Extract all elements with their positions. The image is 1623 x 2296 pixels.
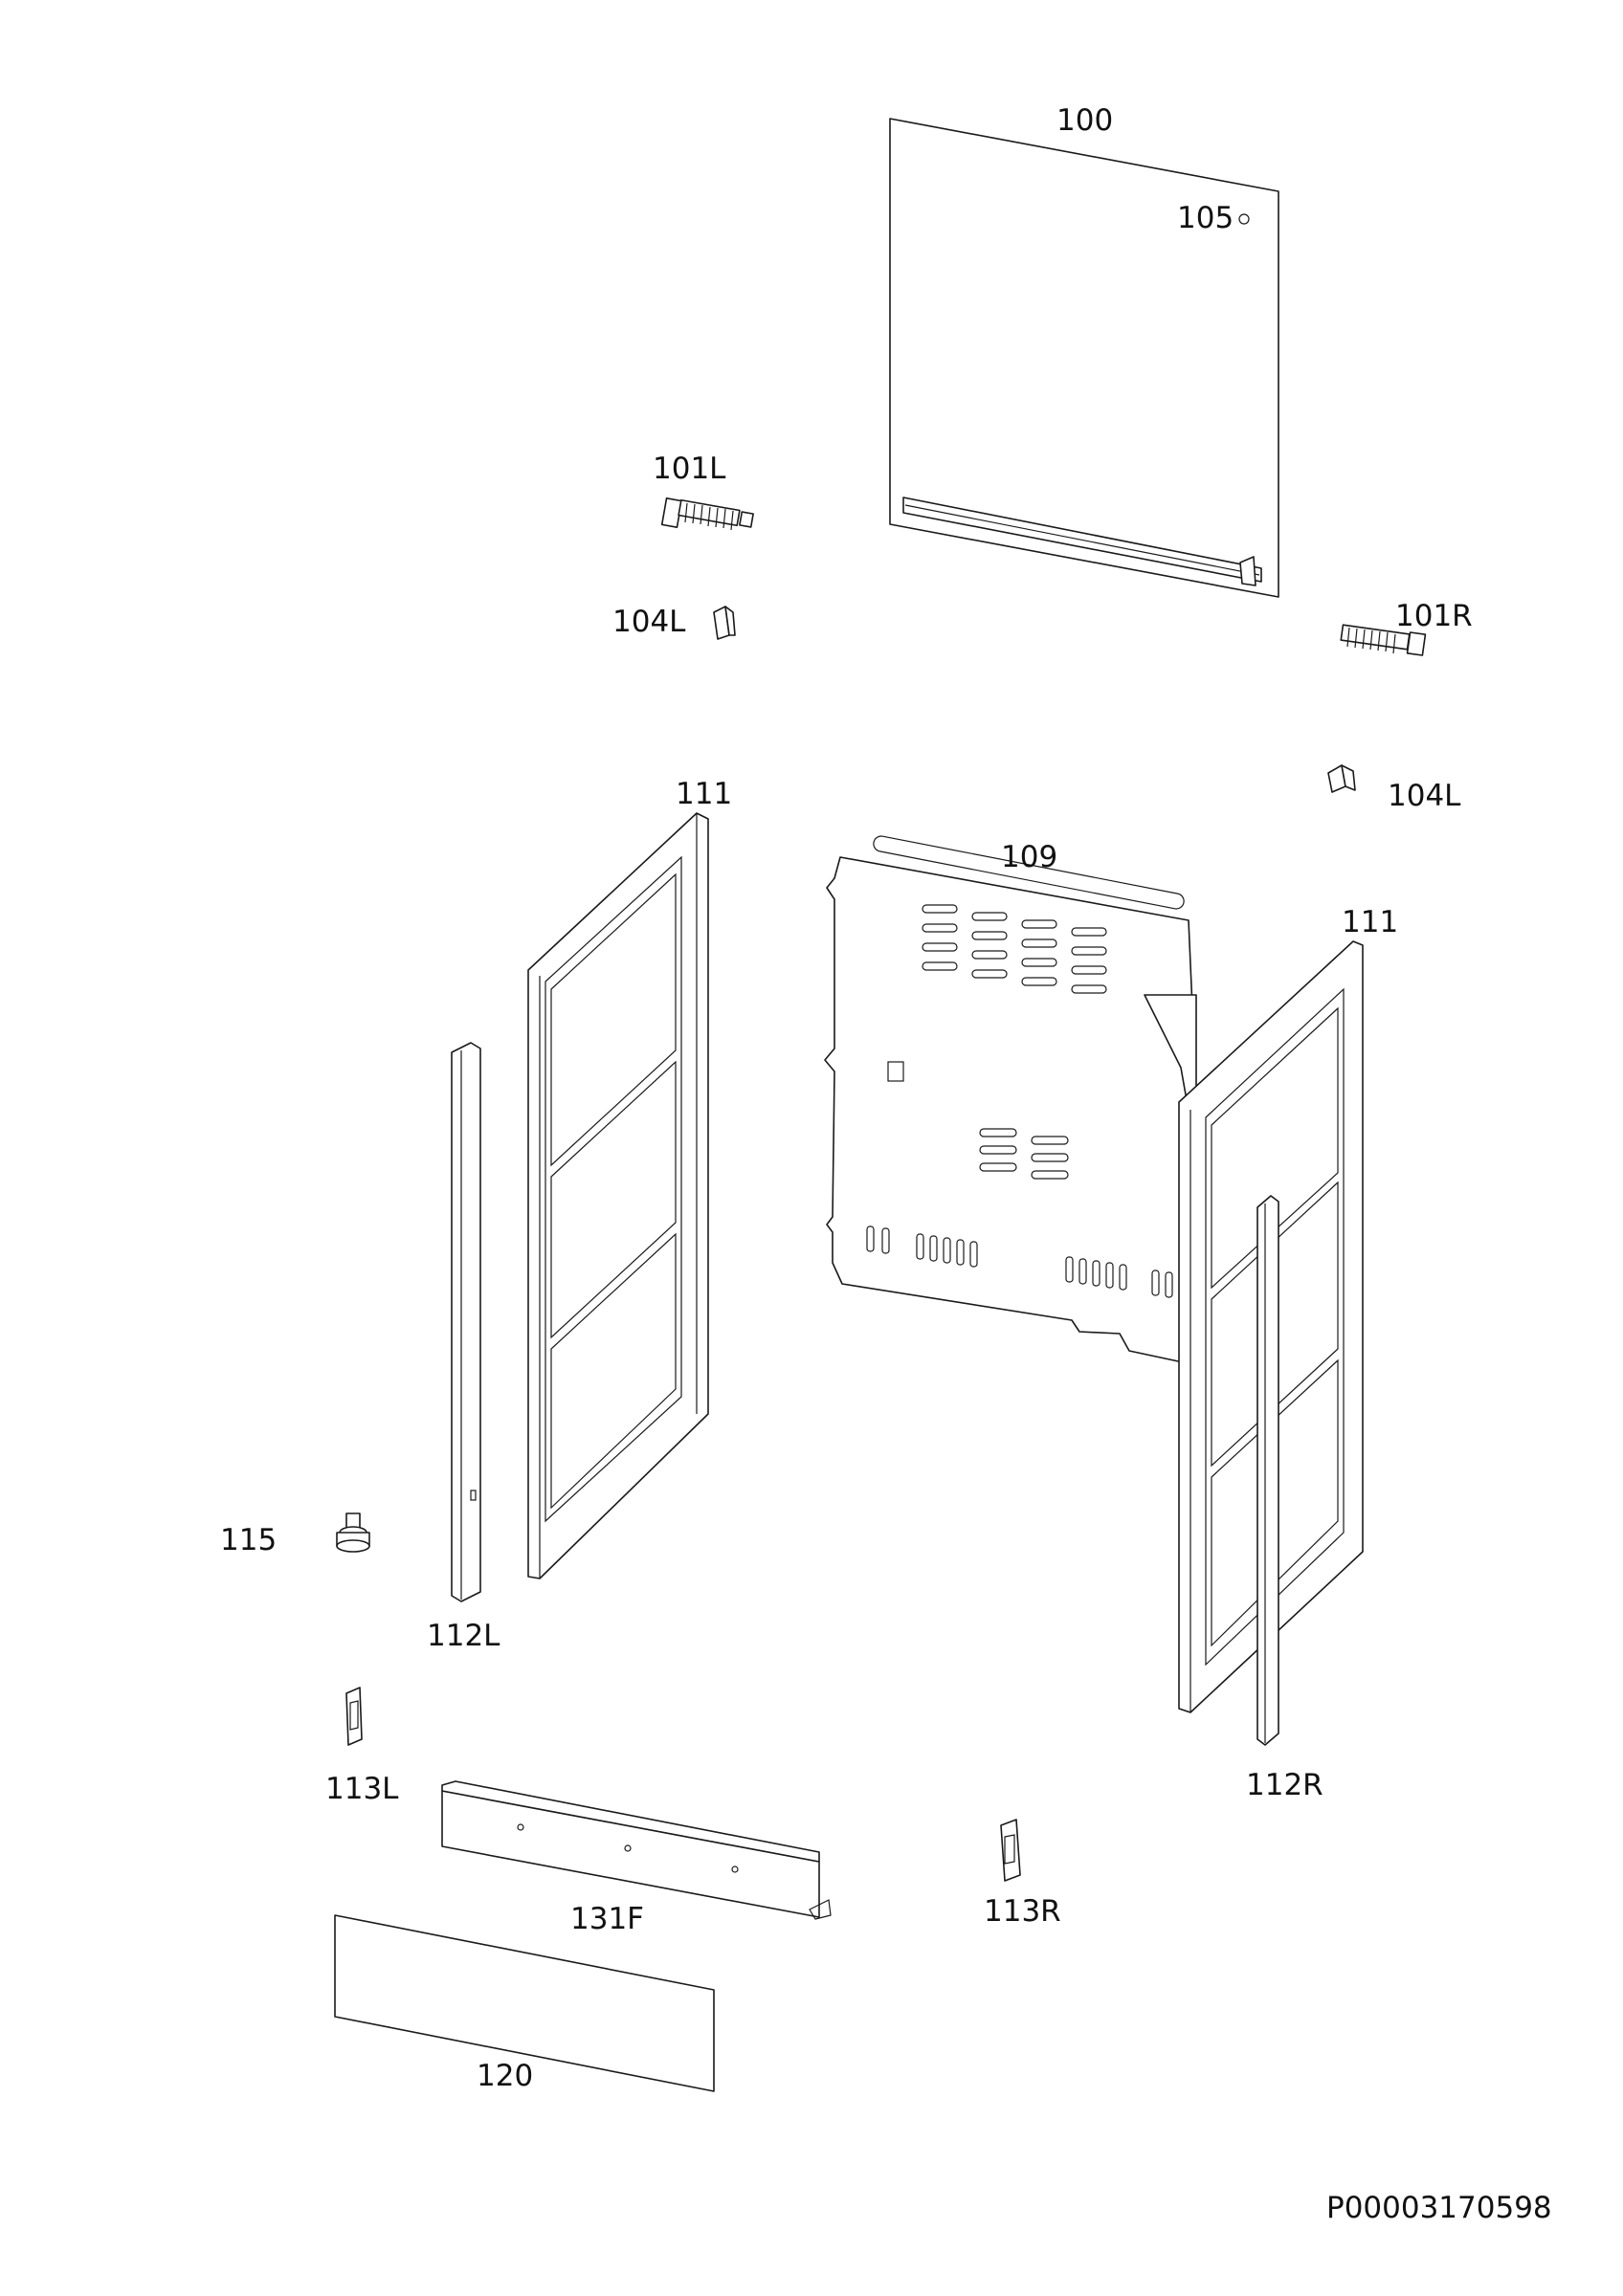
- part-113L-bracket: [345, 1687, 363, 1746]
- part-109-back-panel: [824, 835, 1197, 1363]
- label-111-left: 111: [676, 777, 732, 811]
- part-104L-clip-right: [1327, 764, 1356, 793]
- part-100-panel: [889, 118, 1279, 598]
- part-115-foot: [336, 1512, 370, 1553]
- label-104L-top: 104L: [612, 605, 686, 639]
- label-109: 109: [1001, 840, 1057, 874]
- label-112R: 112R: [1246, 1768, 1323, 1802]
- label-131F: 131F: [570, 1902, 644, 1936]
- label-115: 115: [220, 1523, 277, 1557]
- label-120: 120: [477, 2059, 533, 2093]
- label-100: 100: [1056, 103, 1113, 138]
- label-104L-right: 104L: [1388, 779, 1461, 813]
- part-120-front-panel: [334, 1914, 715, 2092]
- part-101R-spring: [1340, 624, 1427, 656]
- label-111-right: 111: [1342, 905, 1398, 939]
- part-105-hole: [1238, 213, 1250, 225]
- label-105: 105: [1177, 201, 1234, 235]
- part-112R-rail: [1256, 1195, 1279, 1746]
- label-101L: 101L: [653, 452, 726, 486]
- part-104L-clip-top: [713, 606, 736, 640]
- part-111-side-frame-left: [527, 812, 709, 1579]
- part-131F-front-rail: [441, 1780, 832, 1920]
- label-101R: 101R: [1395, 599, 1473, 633]
- label-113R: 113R: [984, 1894, 1061, 1929]
- drawing-code: P00003170598: [1326, 2191, 1552, 2225]
- label-112L: 112L: [427, 1619, 500, 1653]
- part-112L-rail: [451, 1042, 481, 1602]
- part-101L-spring: [660, 497, 754, 531]
- label-113L: 113L: [325, 1772, 399, 1806]
- part-113R-bracket: [1000, 1819, 1021, 1882]
